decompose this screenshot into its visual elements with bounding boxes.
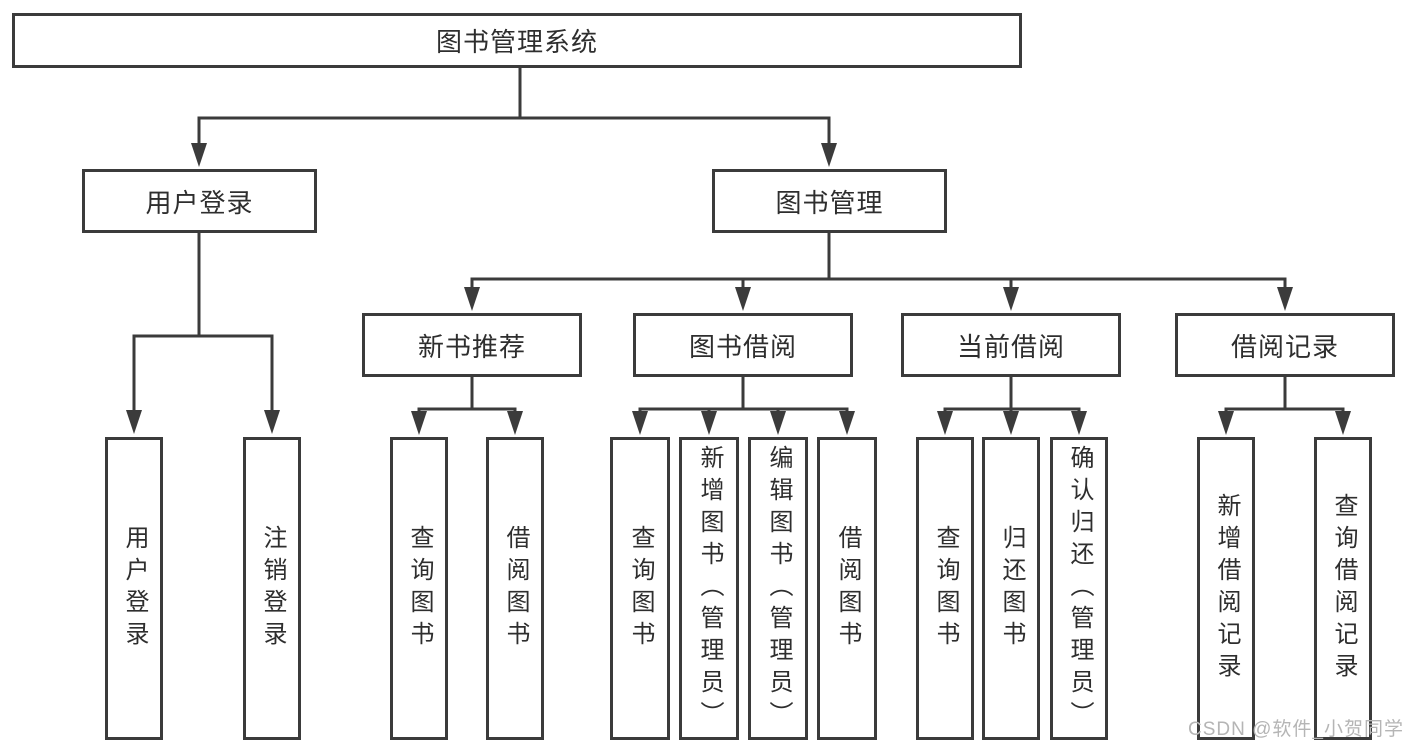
node-library-management-system: 图书管理系统 [12,13,1022,68]
node-book-management: 图书管理 [712,169,947,233]
node-new-book-recommend: 新书推荐 [362,313,582,377]
node-logout-leaf: 注销登录 [243,437,301,740]
node-user-login: 用户登录 [82,169,317,233]
node-borrowing-records: 借阅记录 [1175,313,1395,377]
connector-book-management-to-level3 [464,233,1293,311]
connector-new-book-rec-to-leaves [411,377,523,435]
connector-book-borrowing-to-leaves [632,377,855,435]
node-query-books-borrowing: 查询图书 [610,437,670,740]
node-borrow-books-borrowing: 借阅图书 [817,437,877,740]
connector-current-borrowing-to-leaves [937,377,1087,435]
connector-root-to-level2 [191,68,837,167]
node-query-borrow-record: 查询借阅记录 [1314,437,1372,740]
node-query-books-recommend: 查询图书 [390,437,448,740]
node-confirm-return-admin: 确认归还（管理员） [1050,437,1108,740]
node-edit-books-admin: 编辑图书（管理员） [748,437,808,740]
node-user-login-leaf: 用户登录 [105,437,163,740]
node-query-books-current: 查询图书 [916,437,974,740]
connector-borrowing-records-to-leaves [1218,377,1351,435]
node-add-borrow-record: 新增借阅记录 [1197,437,1255,740]
node-book-borrowing: 图书借阅 [633,313,853,377]
node-add-books-admin: 新增图书（管理员） [679,437,739,740]
node-borrow-books-recommend: 借阅图书 [486,437,544,740]
csdn-watermark: CSDN @软件_小贺同学 [1188,719,1404,740]
node-return-books: 归还图书 [982,437,1040,740]
connector-user-login-to-leaves [126,233,280,434]
node-current-borrowing: 当前借阅 [901,313,1121,377]
